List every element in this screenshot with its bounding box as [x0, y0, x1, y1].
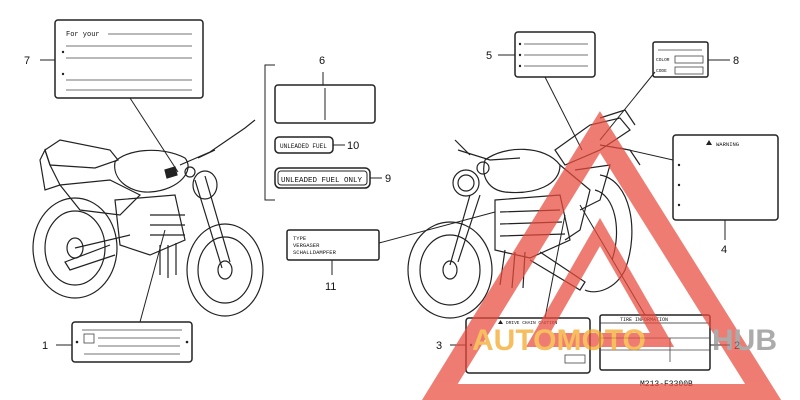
callout-5: 5: [486, 50, 492, 62]
label-7-for-your: For your: [54, 19, 204, 99]
label-11-line-3: SCHALLDAMPFER: [293, 249, 337, 256]
label-11-line-1: TYPE: [293, 235, 307, 242]
watermark-text-gray: HUB: [712, 324, 777, 357]
motorcycle-left: [32, 119, 264, 317]
callout-8: 8: [733, 55, 739, 67]
label-6-panel: [274, 84, 376, 124]
label-11-type: TYPE VERGASER SCHALLDAMPFER 11: [286, 211, 496, 293]
callout-9: 9: [385, 173, 391, 185]
watermark-triangle-inner: [525, 217, 675, 347]
label-8-color: COLOR: [656, 57, 670, 63]
callout-10: 10: [347, 140, 359, 152]
callout-6: 6: [319, 55, 325, 67]
label-10-text: UNLEADED FUEL: [280, 143, 327, 150]
callout-1: 1: [42, 340, 48, 352]
watermark-text-orange: AUTOMOTO: [472, 324, 646, 357]
label-9-text: UNLEADED FUEL ONLY: [281, 177, 363, 185]
label-1: 1: [42, 229, 193, 363]
watermark-triangle-outer: [422, 111, 782, 400]
label-7-text: For your: [66, 31, 100, 39]
label-11-line-2: VERGASER: [293, 242, 320, 249]
label-4-title: WARNING: [716, 141, 739, 148]
callout-11: 11: [325, 281, 336, 293]
label-5: 5: [486, 31, 596, 151]
callout-7: 7: [24, 55, 30, 67]
label-8-code: CODE: [656, 68, 667, 74]
label-8-color-code: COLOR CODE 8: [599, 41, 739, 141]
label-group-6: 6 UNLEADED FUEL 10 UNLEADED FUEL ONLY 9: [264, 55, 391, 201]
callout-4: 4: [721, 244, 727, 256]
callout-3: 3: [436, 340, 442, 352]
label-4-warning: WARNING 4: [619, 134, 779, 256]
automotohub-watermark: AUTOMOTO HUB: [422, 111, 782, 400]
label-3-title: DRIVE CHAIN CAUTION: [506, 320, 558, 326]
